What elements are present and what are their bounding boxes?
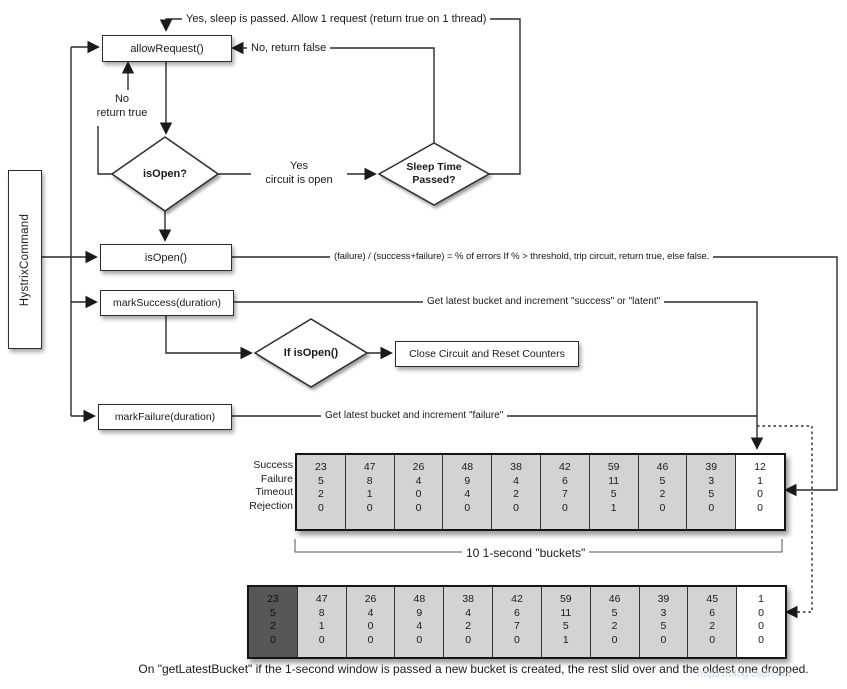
watermark: https://blog.csdn.net <box>697 668 791 680</box>
bucket-cell: 46 5 2 0 <box>590 587 640 657</box>
edge-sleep-no <box>231 41 435 143</box>
edge-label-error-calc: (failure) / (success+failure) = % of err… <box>330 250 714 264</box>
bucket-cell: 42 6 7 0 <box>540 455 590 529</box>
edge-label-no-return-false: No, return false <box>247 41 331 55</box>
mark-failure-box: markFailure(duration) <box>98 404 232 430</box>
diamond-isopen-q <box>110 136 220 212</box>
bucket-cell: 46 5 2 0 <box>638 455 688 529</box>
hystrix-command-label: HystrixCommand <box>19 213 32 306</box>
bucket-cell: 47 8 1 0 <box>297 587 347 657</box>
edge-sleep-yes <box>159 18 521 175</box>
edge-marksuccess-bucket <box>232 301 764 450</box>
edge-label-yes-sleep: Yes, sleep is passed. Allow 1 request (r… <box>182 12 491 26</box>
diamond-if-isopen <box>253 318 369 388</box>
bottom-caption: On "getLatestBucket" if the 1-second win… <box>138 662 809 676</box>
bucket-cell: 26 4 0 0 <box>394 455 444 529</box>
bucket-cell: 59 11 5 1 <box>589 455 639 529</box>
bucket-cell: 38 4 2 0 <box>492 455 541 529</box>
bucket-cell: 39 3 5 0 <box>639 587 689 657</box>
bucket-cell: 23 5 2 0 <box>297 455 346 529</box>
bucket-cell: 12 1 0 0 <box>736 455 784 529</box>
edge-label-failure-note: Get latest bucket and increment "failure… <box>321 409 508 423</box>
allow-request-box: allowRequest() <box>102 35 232 62</box>
bucket-cell: 23 5 2 0 <box>249 587 298 657</box>
bucket-cell: 59 11 5 1 <box>541 587 591 657</box>
if-is-open-label: If isOpen() <box>283 347 339 359</box>
bucket-cell: 39 3 5 0 <box>687 455 737 529</box>
sleep-time-label: Sleep Time Passed? <box>406 161 462 186</box>
bucket-cell: 1 0 0 0 <box>737 587 785 657</box>
is-open-fn-box: isOpen() <box>100 244 232 271</box>
edge-dotted-newbucket <box>757 425 813 619</box>
is-open-q-label: isOpen? <box>142 168 187 180</box>
edge-label-success-note: Get latest bucket and increment "success… <box>423 295 665 309</box>
bucket-cell: 26 4 0 0 <box>346 587 396 657</box>
bucket-cell: 47 8 1 0 <box>345 455 395 529</box>
bucket-cell: 38 4 2 0 <box>444 587 494 657</box>
bucket-cell: 45 6 2 0 <box>688 587 738 657</box>
bucket-group-caption: 10 1-second "buckets" <box>462 546 590 560</box>
bucket-cell: 42 6 7 0 <box>493 587 542 657</box>
mark-success-box: markSuccess(duration) <box>100 290 234 316</box>
edge-label-yes-circuit-open: Yes circuit is open <box>251 159 347 187</box>
close-circuit-box: Close Circuit and Reset Counters <box>395 341 579 367</box>
hystrix-command-rail: HystrixCommand <box>8 170 42 349</box>
bucket-cell: 48 9 4 0 <box>443 455 493 529</box>
bucket-row-labels: Success Failure Timeout Rejection <box>249 459 293 512</box>
edge-isopenq-no-elbow <box>97 126 112 175</box>
edge-marksuccess-ifopen <box>165 314 253 360</box>
edge-label-no-return-true: No return true <box>96 93 148 119</box>
diamond-sleep-time <box>377 142 491 206</box>
bucket-cell: 48 9 4 0 <box>395 587 445 657</box>
